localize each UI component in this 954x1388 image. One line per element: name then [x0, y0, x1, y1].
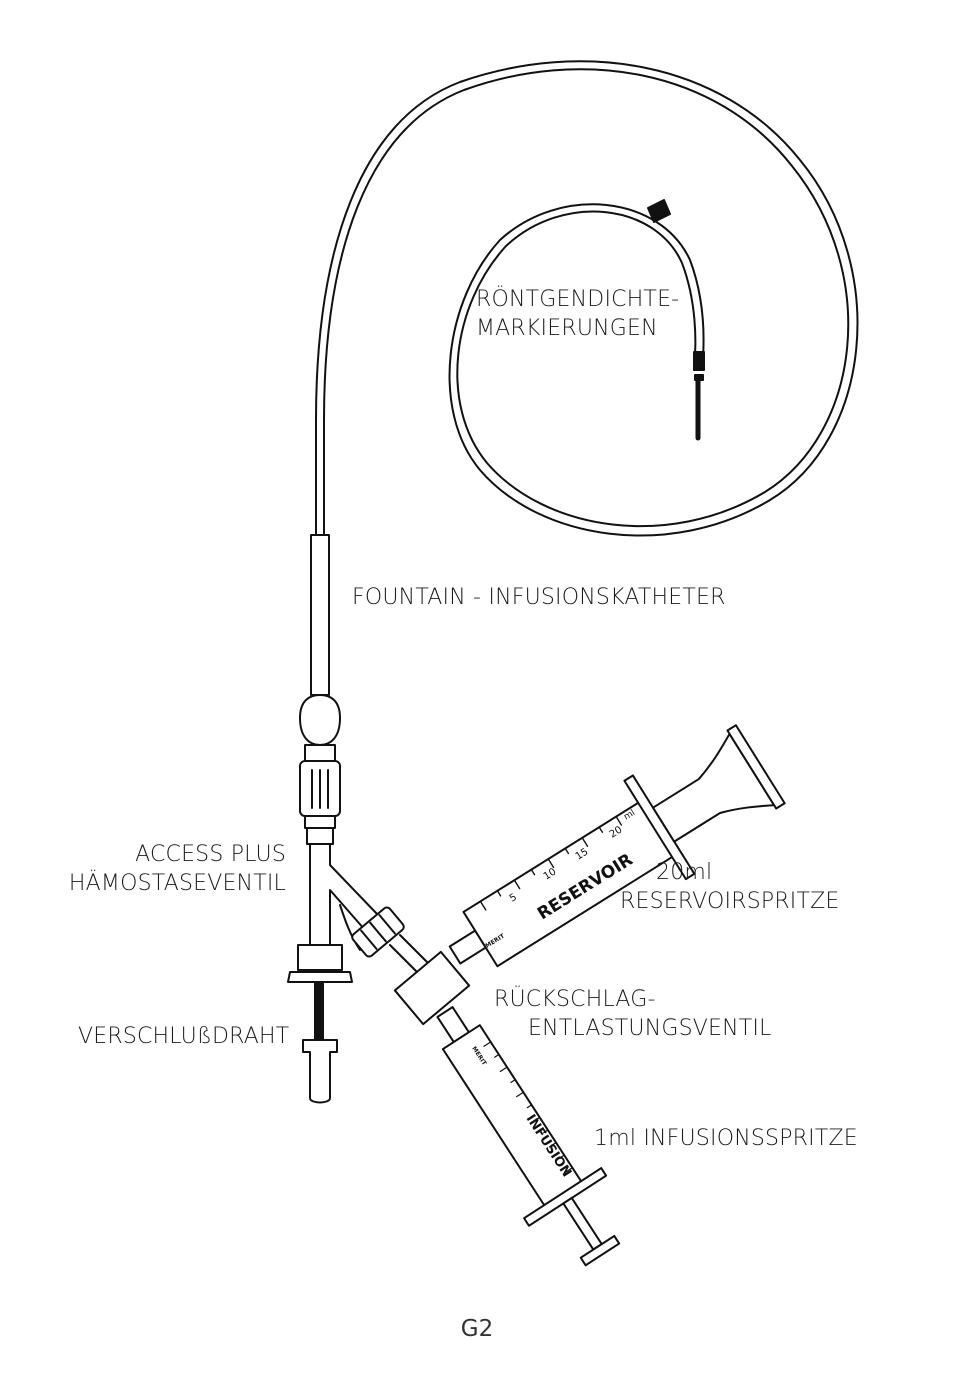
label-line: FOUNTAIN - INFUSIONSKATHETER [352, 585, 726, 610]
catheter-hub [299, 694, 341, 746]
label-hemostasis-valve: ACCESS PLUS HÄMOSTASEVENTIL [69, 840, 286, 898]
check-valve-body [393, 950, 471, 1026]
wire-handle [302, 1039, 338, 1104]
label-line: HÄMOSTASEVENTIL [68, 871, 286, 896]
closure-wire [314, 981, 324, 1043]
label-closure-wire: VERSCHLUßDRAHT [78, 1022, 289, 1051]
label-infusion-catheter: FOUNTAIN - INFUSIONSKATHETER [352, 583, 726, 612]
infusion-thumb-press [579, 1234, 621, 1267]
radiopaque-marker-1 [647, 199, 671, 223]
label-line: RÜCKSCHLAG- [494, 987, 656, 1012]
radiopaque-marker-2 [693, 351, 705, 371]
label-infusion-syringe: 1ml INFUSIONSSPRITZE [594, 1124, 858, 1153]
label-line: ACCESS PLUS [135, 842, 286, 867]
page-number: G2 [460, 1316, 494, 1342]
label-line: RÖNTGENDICHTE- [476, 287, 680, 312]
label-line: 1ml INFUSIONSSPRITZE [594, 1126, 858, 1151]
label-reservoir-syringe: 20ml RESERVOIRSPRITZE [620, 858, 840, 916]
infusion-barrel [441, 1024, 585, 1210]
label-line: VERSCHLUßDRAHT [78, 1024, 290, 1049]
label-radiopaque-markers: RÖNTGENDICHTE- MARKIERUNGEN [476, 285, 679, 343]
label-line: ENTLASTUNGSVENTIL [528, 1016, 772, 1041]
catheter-tube [315, 60, 859, 537]
label-line: 20ml [656, 860, 713, 885]
catheter-proximal-shaft [310, 534, 330, 696]
infusion-plunger-rod [562, 1196, 603, 1251]
label-line: RESERVOIRSPRITZE [620, 889, 840, 914]
label-line: MARKIERUNGEN [476, 316, 658, 341]
label-check-valve: RÜCKSCHLAG- ENTLASTUNGSVENTIL [494, 985, 772, 1043]
reservoir-scale-5: 5 [508, 892, 519, 905]
reservoir-thumb-press [726, 724, 786, 810]
hemostasis-valve [287, 843, 379, 983]
